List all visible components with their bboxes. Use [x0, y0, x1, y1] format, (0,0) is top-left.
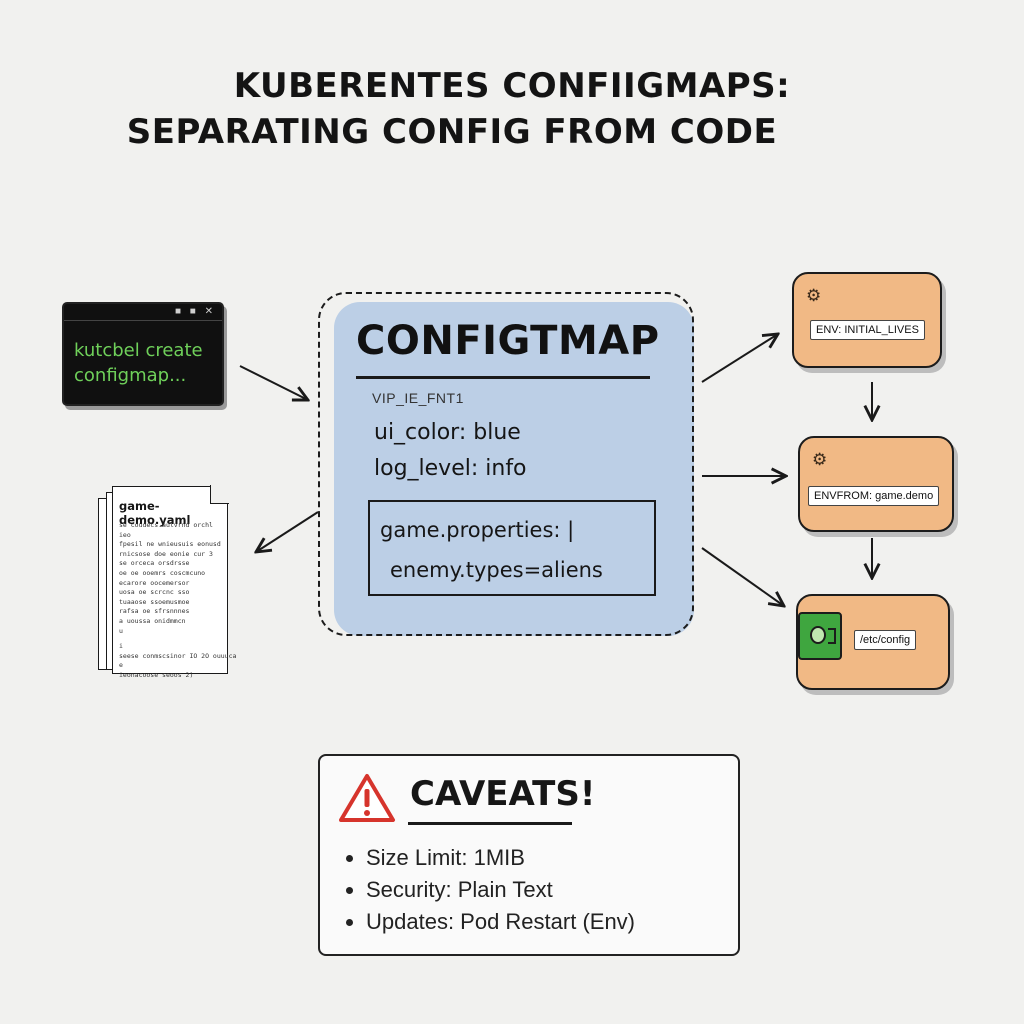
configmap-properties-block: game.properties: | enemy.types=aliens	[368, 500, 656, 596]
window-controls-icon: ■ ■ ✕	[174, 306, 216, 317]
configmap-title-underline	[356, 376, 650, 379]
yaml-line: rafsa oe sfrsnnnes	[119, 607, 190, 616]
page-fold-icon	[210, 485, 229, 504]
configmap-entry-log-level: log_level: info	[374, 456, 527, 481]
gear-icon: ⚙	[812, 450, 828, 469]
gear-icon: ⚙	[806, 286, 822, 305]
yaml-line: se coudecs.aulvrnd orchl	[119, 521, 213, 529]
properties-value: enemy.types=aliens	[390, 558, 603, 582]
consumer-label-envfrom: ENVFROM: game.demo	[808, 486, 940, 506]
consumer-label-env: ENV: INITIAL_LIVES	[810, 320, 925, 340]
yaml-line: fpesil ne wnieusuis eonusd	[119, 540, 221, 549]
caveats-title: CAVEATS!	[410, 774, 596, 814]
yaml-line: oe oe ooemrs coscmcuno	[119, 568, 206, 577]
consumer-card-volume: /etc/config	[796, 594, 950, 690]
caveats-title-underline	[408, 822, 572, 825]
configmap-subtitle: VIP_IE_FNT1	[372, 390, 464, 406]
caveat-item: Size Limit: 1MIB	[366, 842, 635, 874]
yaml-line: a uoussa onidmmcn	[119, 616, 186, 625]
caveats-panel: CAVEATS! Size Limit: 1MIB Security: Plai…	[318, 754, 740, 956]
yaml-line: u	[119, 626, 123, 635]
terminal-command: kutcbel create configmap...	[74, 338, 203, 388]
arrow-configmap-to-volume	[701, 547, 784, 606]
arrow-terminal-to-configmap	[239, 365, 308, 400]
yaml-line: uosa oe scrcnc sso	[119, 588, 190, 597]
title-line-1: KUBERENTES CONFIIGMAPS:	[233, 66, 791, 106]
yaml-line: i	[119, 642, 123, 651]
consumer-label-volume: /etc/config	[854, 630, 917, 650]
terminal-title-bar: ■ ■ ✕	[64, 304, 222, 321]
caveat-item: Security: Plain Text	[366, 874, 635, 906]
consumer-card-envfrom: ⚙ ENVFROM: game.demo	[798, 436, 954, 532]
consumer-card-env: ⚙ ENV: INITIAL_LIVES	[792, 272, 942, 368]
yaml-line: tuaaose ssoemusmoe	[119, 597, 190, 606]
caveat-item: Updates: Pod Restart (Env)	[366, 906, 635, 938]
command-line-1: kutcbel create	[74, 340, 203, 361]
yaml-line: se orceca orsdrsse	[119, 559, 190, 568]
command-line-2: configmap...	[74, 365, 187, 386]
warning-icon	[339, 774, 395, 822]
properties-header: game.properties: |	[380, 518, 575, 542]
configmap-title: CONFIGTMAP	[356, 318, 660, 364]
terminal-window: ■ ■ ✕ kutcbel create configmap...	[62, 302, 224, 406]
arrow-configmap-to-yaml	[256, 511, 319, 552]
title-line-2: SEPARATING CONFIG FROM CODE	[126, 112, 778, 152]
yaml-line: ieonacoose seoos 2)	[119, 670, 194, 679]
arrow-configmap-to-env	[701, 334, 778, 383]
volume-icon	[798, 612, 842, 660]
yaml-filename: game-demo.yaml	[119, 499, 191, 527]
yaml-line: ecarore oocemersor	[119, 578, 190, 587]
yaml-line: seese conmscsinor IO 2O ouuuca	[119, 651, 237, 660]
configmap-dashed-border	[318, 292, 694, 636]
yaml-line: e	[119, 661, 123, 670]
configmap-entry-ui-color: ui_color: blue	[374, 420, 521, 445]
caveats-list: Size Limit: 1MIB Security: Plain Text Up…	[340, 842, 635, 938]
yaml-line: ieo	[119, 530, 131, 539]
yaml-line: rnicsose doe eonie cur 3	[119, 549, 213, 558]
